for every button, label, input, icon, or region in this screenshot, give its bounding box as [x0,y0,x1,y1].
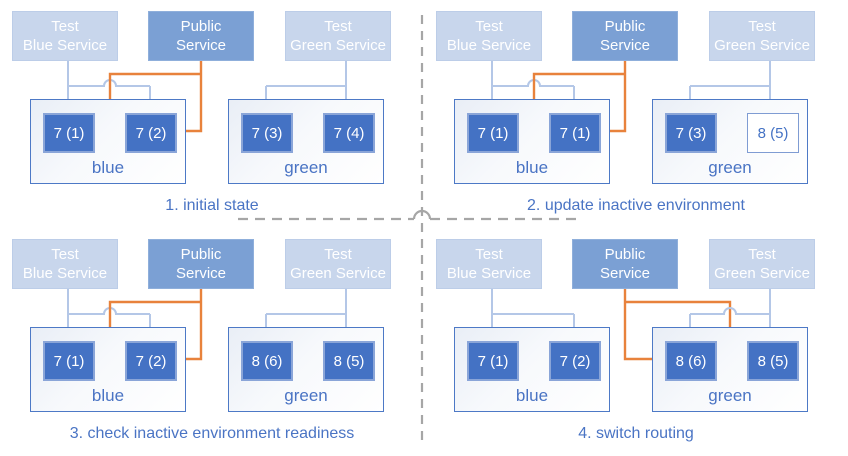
test-green-service-box: Test Green Service [285,11,391,61]
green-environment-box: 7 (3) 8 (5) green [652,99,808,184]
panel-caption: 4. switch routing [578,425,694,442]
environment-label: green [708,158,752,177]
service-label-line: Test [51,245,79,263]
version-box: 7 (1) [467,113,519,153]
panel-update-inactive-environment: Test Blue Service Public Service Test Gr… [424,0,848,228]
panel-switch-routing: Test Blue Service Public Service Test Gr… [424,228,848,456]
service-label-line: Test [324,245,352,263]
test-green-service-wire [689,289,771,333]
environment-label: blue [91,158,125,177]
service-label-line: Service [175,37,227,54]
panel-caption: 1. initial state [165,197,259,214]
public-service-box: Public Service [148,239,254,289]
test-green-service-box: Test Green Service [709,11,815,61]
version-box: 7 (2) [125,341,177,381]
horizontal-divider-hop [412,209,432,220]
version-box: 7 (2) [549,341,601,381]
version-box: 7 (1) [467,341,519,381]
service-label-line: Test [748,245,776,263]
blue-environment-box: 7 (1) 7 (2) blue [454,327,610,412]
test-blue-service-box: Test Blue Service [436,11,542,61]
service-label-line: Test [748,17,776,35]
test-blue-service-box: Test Blue Service [12,239,118,289]
service-label-line: Service [175,265,227,282]
test-green-service-box: Test Green Service [285,239,391,289]
green-environment-box: 8 (6) 8 (5) green [652,327,808,412]
environment-label: green [284,158,328,177]
service-label-line: Public [180,17,222,35]
version-box: 8 (6) [665,341,717,381]
environment-label: blue [91,386,125,405]
green-environment-box: 8 (6) 8 (5) green [228,327,384,412]
version-box: 7 (4) [323,113,375,153]
green-environment-box: 7 (3) 7 (4) green [228,99,384,184]
service-label-line: Test [475,245,503,263]
blue-environment-box: 7 (1) 7 (1) blue [454,99,610,184]
environment-label: blue [515,386,549,405]
service-label-line: Green Service [714,265,810,282]
service-label-line: Blue Service [22,37,108,54]
version-box: 7 (2) [125,113,177,153]
service-label-line: Blue Service [446,37,532,54]
environment-label: green [708,386,752,405]
service-label-line: Test [475,17,503,35]
public-service-box: Public Service [148,11,254,61]
version-box: 8 (6) [241,341,293,381]
test-blue-service-box: Test Blue Service [12,11,118,61]
version-box: 7 (1) [549,113,601,153]
test-green-service-box: Test Green Service [709,239,815,289]
version-box: 8 (5) [747,113,799,153]
version-box: 7 (3) [665,113,717,153]
panel-caption: 2. update inactive environment [527,197,745,214]
public-service-box: Public Service [572,11,678,61]
version-box: 7 (1) [43,113,95,153]
blue-environment-box: 7 (1) 7 (2) blue [30,327,186,412]
version-box: 7 (3) [241,113,293,153]
service-label-line: Public [180,245,222,263]
public-service-box: Public Service [572,239,678,289]
environment-label: blue [515,158,549,177]
panel-check-inactive-environment-readiness: Test Blue Service Public Service Test Gr… [0,228,424,456]
panel-initial-state: Test Blue Service Public Service Test Gr… [0,0,424,228]
service-label-line: Test [324,17,352,35]
blue-environment-box: 7 (1) 7 (2) blue [30,99,186,184]
service-label-line: Green Service [290,37,386,54]
service-label-line: Blue Service [22,265,108,282]
panel-caption: 3. check inactive environment readiness [69,425,355,442]
test-blue-service-box: Test Blue Service [436,239,542,289]
service-label-line: Public [604,17,646,35]
service-label-line: Green Service [714,37,810,54]
service-label-line: Service [599,37,651,54]
service-label-line: Service [599,265,651,282]
service-label-line: Green Service [290,265,386,282]
version-box: 8 (5) [747,341,799,381]
service-label-line: Test [51,17,79,35]
version-box: 7 (1) [43,341,95,381]
service-label-line: Public [604,245,646,263]
service-label-line: Blue Service [446,265,532,282]
version-box: 8 (5) [323,341,375,381]
environment-label: green [284,386,328,405]
